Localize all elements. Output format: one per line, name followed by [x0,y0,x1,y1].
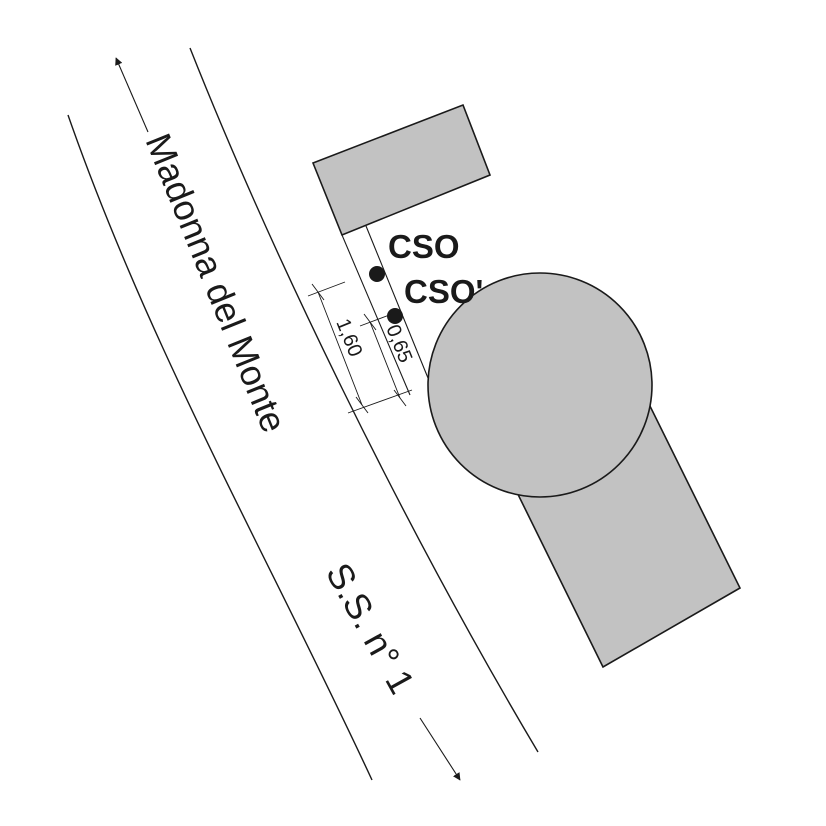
cso-prime-point [387,308,403,324]
dim-label-wide: 1,60 [331,316,366,360]
strip-edge-left [341,234,411,396]
road-edge-outer [67,114,373,781]
round-tower [427,272,653,498]
dim-ext-bottom [347,389,413,414]
dim-ext-top-narrow [359,313,393,327]
cso-point [369,266,385,282]
dim-tick-4 [393,389,407,407]
dim-line-narrow [369,321,401,399]
road-edge-inner [189,47,539,753]
cso-prime-label: CSO' [404,273,483,310]
dim-tick-3 [363,313,377,331]
strip-edge-right [365,225,429,379]
dim-ext-top-wide [307,281,346,297]
small-building [311,103,492,237]
south-arrow [419,717,461,781]
street-name-north: Madonna del Monte [138,128,295,438]
dim-tick-2 [355,396,369,414]
dim-label-narrow: 0,65 [381,322,416,366]
street-name-south: S.S. n° 1 [318,556,423,700]
dim-line-wide [317,291,363,406]
dim-tick-1 [311,283,325,301]
north-arrow [115,57,149,133]
cso-label: CSO [388,228,460,265]
